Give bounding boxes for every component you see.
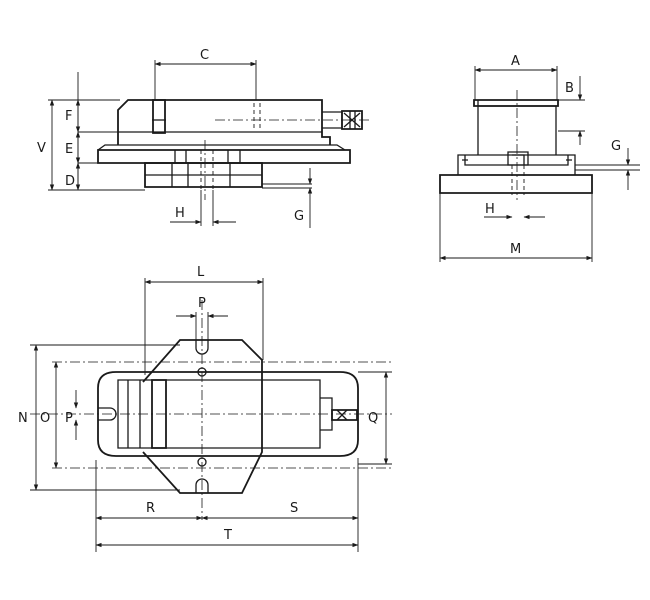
end-view-dimensions: A B G H M <box>439 54 640 262</box>
dim-label-F: F <box>65 109 72 124</box>
dim-label-A: A <box>511 54 520 69</box>
dim-label-P-left: P <box>65 411 73 426</box>
end-view <box>439 90 593 200</box>
dim-label-C: C <box>200 48 209 63</box>
dim-label-H-front: H <box>175 206 185 221</box>
dim-label-S: S <box>290 501 298 516</box>
dim-label-N: N <box>18 411 28 426</box>
dim-label-T: T <box>223 528 232 543</box>
front-view-dimensions: C V F E D H G <box>37 48 313 228</box>
dim-label-L: L <box>197 265 205 280</box>
top-view-dimensions: L P N O P Q R S T <box>18 265 392 552</box>
dim-label-E: E <box>65 142 73 157</box>
top-view <box>30 300 392 520</box>
dim-label-V: V <box>37 141 46 156</box>
front-view <box>97 99 372 200</box>
dim-label-P-top: P <box>198 296 206 311</box>
dim-label-R: R <box>146 501 155 516</box>
dim-label-O: O <box>40 411 50 426</box>
dim-label-M: M <box>510 242 521 257</box>
dim-label-D: D <box>65 174 75 189</box>
dim-label-G-front: G <box>294 209 304 224</box>
dim-label-Q: Q <box>368 411 378 426</box>
dim-label-G-end: G <box>611 139 621 154</box>
dim-label-B: B <box>565 81 574 96</box>
dim-label-H-end: H <box>485 202 495 217</box>
